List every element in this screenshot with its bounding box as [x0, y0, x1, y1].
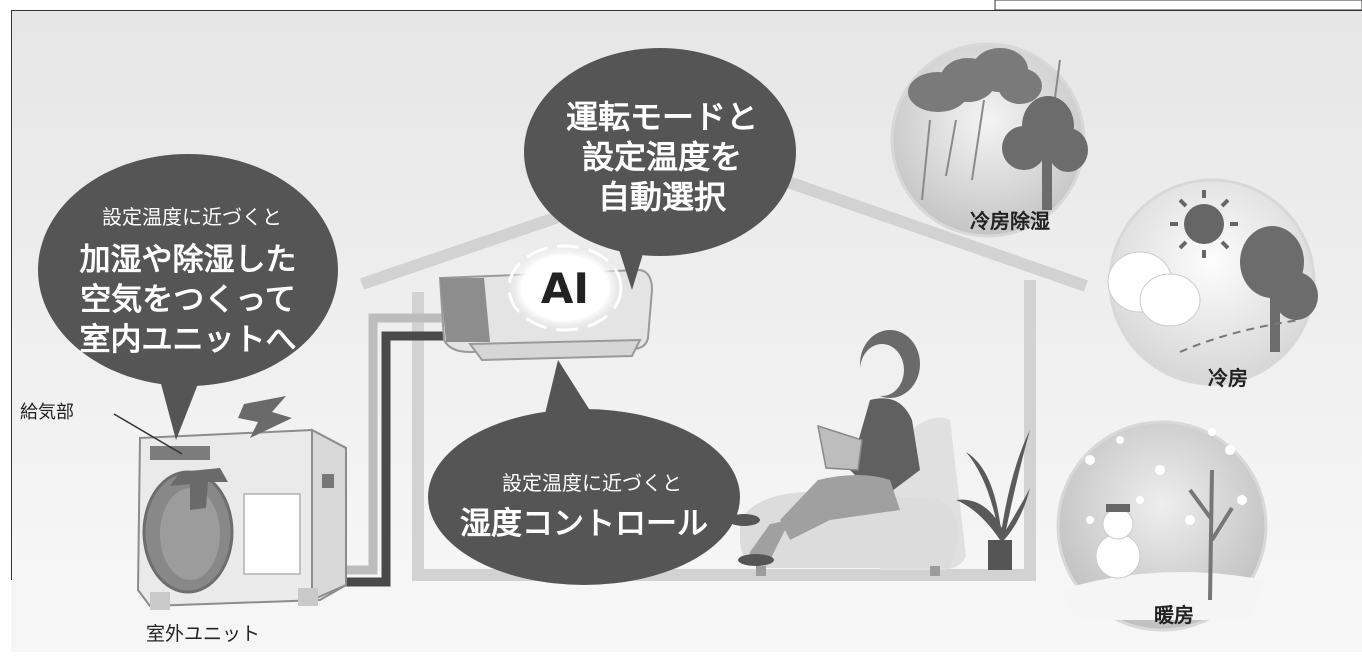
- intake-label: 給気部: [20, 402, 74, 423]
- mode-label-cooling: 冷房: [1208, 366, 1248, 390]
- snowman-icon: [1095, 504, 1141, 579]
- outdoor-unit: [136, 396, 347, 610]
- house-plant: [956, 430, 1030, 570]
- speech-bubble-left: 設定温度に近づくと 加湿や除湿した 空気をつくって 室内ユニットへ: [38, 154, 338, 440]
- bubble-bottom-line2: 湿度コントロール: [460, 506, 708, 542]
- mode-circle-heating: 暖房: [1056, 420, 1268, 632]
- corner-tab: [994, 0, 1362, 11]
- bubble-left-line4: 室内ユニットへ: [80, 322, 297, 358]
- bubble-left-line1: 設定温度に近づくと: [102, 205, 282, 229]
- refrigerant-pipes: [338, 313, 445, 587]
- mode-label-dehumidify: 冷房除湿: [970, 209, 1050, 233]
- ai-label: AI: [541, 264, 589, 313]
- intake-leader-line: [113, 413, 183, 455]
- bubble-top-line3: 自動選択: [598, 178, 727, 216]
- bubble-left-line3: 空気をつくって: [80, 282, 295, 318]
- bubble-top-line2: 設定温度を: [582, 138, 742, 176]
- woman-reading: [728, 330, 920, 566]
- bubble-left-line2: 加湿や除湿した: [80, 242, 297, 278]
- speech-bubble-bottom: 設定温度に近づくと 湿度コントロール: [428, 360, 740, 585]
- mode-circle-dehumidify: 冷房除湿: [890, 42, 1088, 238]
- bubble-bottom-line1: 設定温度に近づくと: [502, 471, 682, 495]
- ai-badge: AI: [503, 242, 627, 334]
- mode-circle-cooling: 冷房: [1107, 178, 1318, 390]
- bubble-top-line1: 運転モードと: [566, 98, 758, 136]
- speech-bubble-top: 運転モードと 設定温度を 自動選択: [524, 48, 796, 290]
- mode-label-heating: 暖房: [1154, 603, 1194, 627]
- outdoor-unit-label: 室外ユニット: [146, 623, 260, 645]
